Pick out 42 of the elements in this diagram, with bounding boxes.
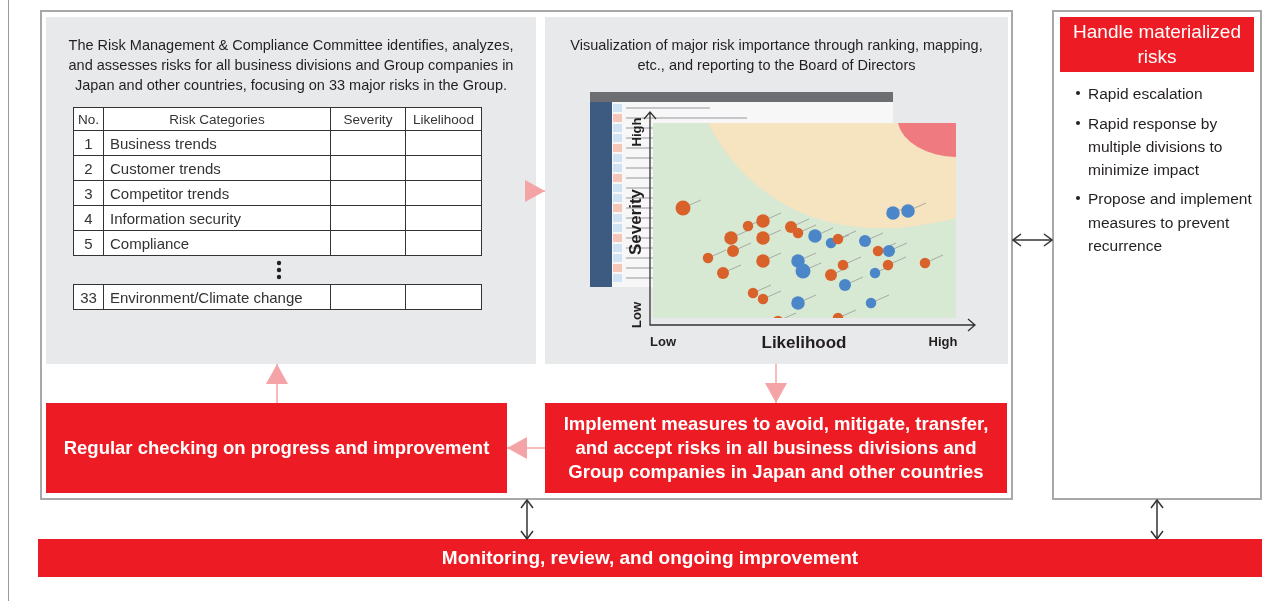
panel-text: The Risk Management & Compliance Committee identifies, analyzes, and assesses risks for all business divisions and Group companies in Japan and other countries, focusing on 33 major risks in the Group. — [67, 36, 515, 95]
table-cell: 33 — [73, 284, 104, 310]
table-cell: 4 — [73, 205, 104, 231]
info-panel — [545, 17, 1008, 364]
axis-label: High — [628, 117, 644, 147]
table-header-cell: Risk Categories — [103, 107, 331, 131]
panel-text: Visualization of major risk importance through ranking, mapping, etc., and reporting to the Board of Directors — [569, 36, 984, 75]
bullet-item: Rapid escalation — [1074, 82, 1254, 106]
table-cell: Business trends — [103, 130, 331, 156]
table-cell: Compliance — [103, 230, 331, 256]
double-arrow — [1150, 499, 1164, 540]
table-cell: 1 — [73, 130, 104, 156]
table-cell: Competitor trends — [103, 180, 331, 206]
table-cell: Environment/Climate change — [103, 284, 331, 310]
monitoring-bar: Monitoring, review, and ongoing improvement — [38, 539, 1262, 577]
double-arrow — [520, 499, 534, 540]
double-arrow — [1012, 233, 1053, 247]
axis-title: Severity — [626, 188, 646, 256]
info-panel — [46, 17, 536, 364]
action-box: Regular checking on progress and improvement — [46, 403, 507, 493]
table-cell: Information security — [103, 205, 331, 231]
axis-title: Likelihood — [761, 333, 847, 353]
action-box: Implement measures to avoid, mitigate, transfer, and accept risks in all business divisions and Group companies in Japan and other countries — [545, 403, 1007, 493]
axis-label: Low — [650, 333, 676, 349]
axis-label: Low — [628, 302, 644, 328]
table-header-cell: Likelihood — [405, 107, 482, 131]
table-header-cell: No. — [73, 107, 104, 131]
bullet-item: Propose and implement measures to prevent recurrence — [1074, 187, 1254, 258]
response-panel — [1052, 10, 1262, 500]
table-cell: Customer trends — [103, 155, 331, 181]
table-cell: 3 — [73, 180, 104, 206]
flow-arrow — [266, 363, 288, 404]
flow-arrow — [765, 363, 787, 404]
axis-label: High — [928, 333, 958, 349]
flow-arrow — [525, 180, 546, 202]
flow-arrow — [506, 437, 546, 459]
table-cell: 2 — [73, 155, 104, 181]
table-header-cell: Severity — [330, 107, 406, 131]
table-cell: 5 — [73, 230, 104, 256]
heading-banner: Handle materialized risks — [1060, 17, 1254, 73]
bullet-item: Rapid response by multiple divisions to minimize impact — [1074, 111, 1254, 182]
cycle-frame — [40, 10, 1013, 500]
